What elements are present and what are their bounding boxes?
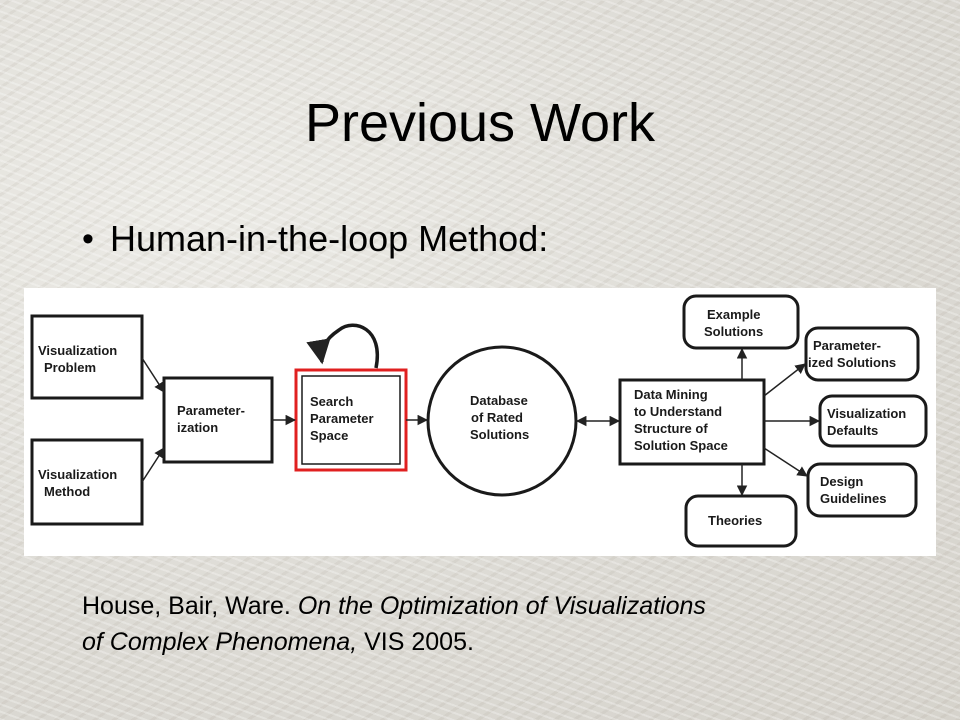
vis-problem-label: Visualization Problem	[38, 343, 121, 375]
arrow-problem-to-param	[141, 357, 165, 393]
parameterization-label: Parameter- ization	[177, 403, 249, 435]
citation-title-line2: of Complex Phenomena,	[82, 628, 358, 656]
loop-arrow	[306, 323, 380, 369]
flow-diagram: Visualization Problem Visualization Meth…	[30, 294, 928, 548]
bullet-text: Human-in-the-loop Method:	[110, 218, 549, 259]
search-space-label: Search Parameter Space	[310, 394, 377, 443]
search-space-inner	[301, 375, 401, 465]
vis-method-box	[30, 438, 144, 526]
citation-venue: VIS 2005.	[357, 628, 474, 656]
parameterization-box	[162, 376, 274, 464]
vis-defaults-box	[818, 394, 928, 448]
arrow-to-parameterized-solutions	[763, 363, 806, 397]
slide-title: Previous Work	[304, 93, 656, 153]
vis-defaults-label: Visualization Defaults	[827, 406, 910, 438]
arrow-method-to-param	[141, 447, 165, 483]
vis-method-label: Visualization Method	[38, 467, 121, 499]
example-solutions-box	[682, 294, 800, 350]
vis-problem-box	[30, 314, 144, 400]
citation-authors: House, Bair, Ware.	[82, 592, 298, 620]
design-guidelines-box	[806, 462, 918, 518]
bullet-item: • Human-in-the-loop Method:	[82, 218, 548, 260]
arrow-to-design-guidelines	[763, 447, 808, 477]
data-mining-label: Data Mining to Understand Structure of S…	[634, 387, 728, 453]
example-solutions-label: Example Solutions	[704, 307, 764, 339]
bullet-icon: •	[82, 219, 94, 258]
data-mining-box	[618, 378, 766, 466]
diagram-figure: Visualization Problem Visualization Meth…	[24, 288, 936, 556]
theories-label: Theories	[708, 513, 762, 528]
parameterized-solutions-label: Parameter- ized Solutions	[808, 338, 896, 370]
citation: House, Bair, Ware. On the Optimization o…	[82, 588, 922, 660]
database-label: Database of Rated Solutions	[470, 393, 531, 442]
parameterized-solutions-box	[804, 326, 920, 382]
citation-title-line1: On the Optimization of Visualizations	[297, 592, 706, 620]
design-guidelines-label: Design Guidelines	[820, 474, 886, 506]
